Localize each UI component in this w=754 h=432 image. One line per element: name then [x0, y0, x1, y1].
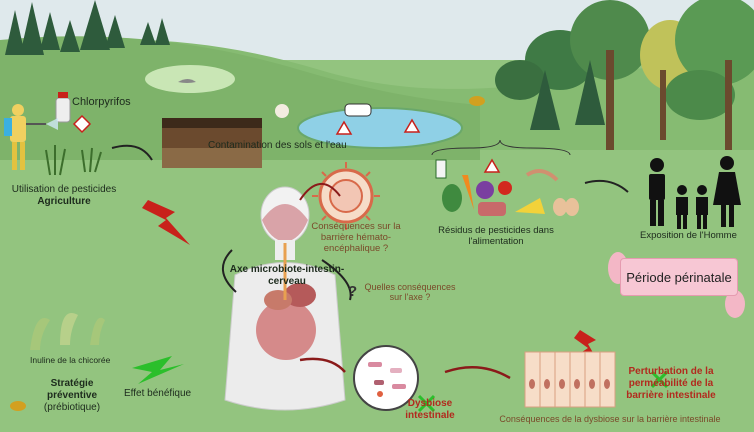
benefit-lightning-icon: [132, 356, 184, 384]
human-body-illustration: [224, 186, 346, 411]
soil-water-label: Contamination des sols et l'eau: [208, 140, 347, 151]
permeability-label-3: barrière intestinale: [626, 390, 716, 401]
permeability-label-2: perméabilité de la: [628, 378, 714, 389]
chlorpyrifos-label: Chlorpyrifos: [72, 96, 131, 108]
cross-icon: [417, 370, 669, 413]
microbes-icon: [353, 345, 419, 411]
pesticide-use-label: Utilisation de pesticides: [11, 184, 117, 195]
meadow-patch: [145, 65, 235, 93]
axis-label: Axe microbiote-intestin-cerveau: [229, 264, 345, 287]
right-forest-icon: [495, 0, 754, 150]
family-icon: [649, 156, 741, 229]
flow-arrow: [299, 357, 511, 380]
food-residues-label: Résidus de pesticides dans l'alimentatio…: [438, 225, 554, 247]
bbb-question-label: Conséquences sur la barrière hémato-encé…: [311, 221, 401, 254]
chicory-label: Inuline de la chicorée: [30, 355, 111, 365]
permeability-label-1: Perturbation de la: [628, 366, 714, 377]
baby-icon: [725, 290, 745, 318]
food-icon: [435, 159, 579, 216]
pesticide-bottle-icon: [55, 92, 71, 123]
axis-question-label: Quelles conséquences sur l'axe ?: [364, 282, 456, 303]
question-icon: ?: [348, 283, 357, 300]
crop-icon: [45, 145, 102, 176]
beneficial-effect-label: Effet bénéfique: [124, 388, 192, 399]
sprayer-person-icon: [4, 104, 58, 170]
strategy-label-1: Stratégie: [50, 378, 94, 389]
intestinal-barrier-illustration: [524, 351, 616, 408]
left-forest-icon: [5, 0, 170, 55]
blood-brain-barrier-icon: [299, 162, 380, 230]
strategy-label-2: préventive: [46, 390, 98, 401]
strategy-label-3: (prébiotique): [43, 402, 101, 413]
hazard-icon: [72, 114, 501, 173]
barrier-consequences-label: Conséquences de la dysbiose sur la barri…: [499, 414, 721, 424]
bee-icon: [10, 401, 26, 411]
pond: [297, 107, 463, 149]
chicory-icon: [30, 313, 105, 350]
dysbiosis-label: Dysbiose intestinale: [405, 398, 455, 421]
lightning-icon: [142, 200, 190, 245]
agriculture-label: Agriculture: [37, 196, 91, 207]
perinatal-period-box: Période périnatale: [620, 258, 738, 296]
human-exposure-label: Exposition de l'Homme: [640, 230, 737, 241]
flow-arrow: [111, 144, 629, 301]
